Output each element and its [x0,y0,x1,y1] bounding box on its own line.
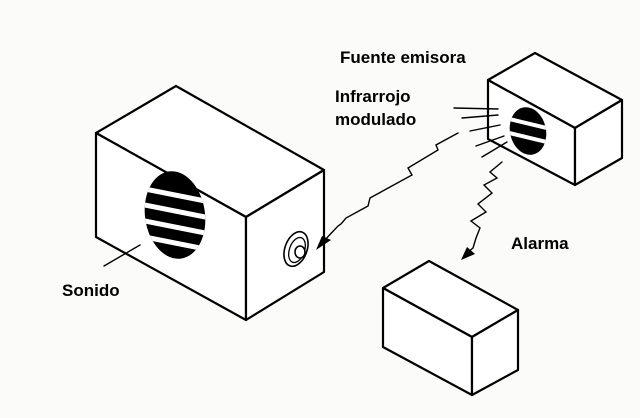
label-alarm: Alarma [511,234,569,253]
label-infrared-line2: modulado [335,110,416,129]
sound-pointer-line [103,244,141,267]
alarm-box [381,259,520,397]
toggle-switch-icon [283,230,309,268]
label-source: Fuente emisora [340,48,466,67]
emitter-side-face [573,98,624,187]
label-sound: Sonido [62,281,120,300]
emitter-box [453,51,624,187]
alarm-side-face [470,308,520,397]
arrowhead-icon [316,236,331,250]
signal-to-receiver [316,132,459,250]
infrared-rays [453,107,508,158]
signal-to-alarm [461,161,503,260]
receiver-box [94,84,326,322]
arrowhead-icon [461,247,475,260]
label-infrared-line1: Infrarrojo [335,87,411,106]
